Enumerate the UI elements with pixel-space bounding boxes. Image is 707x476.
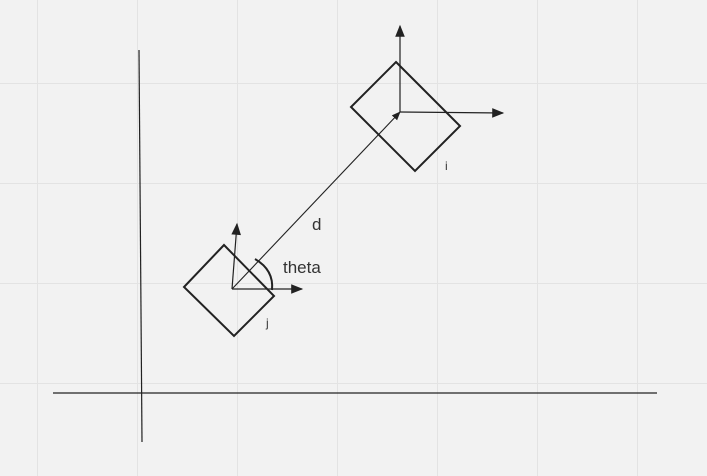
frame-i-square	[349, 60, 462, 173]
frame-j-square	[182, 243, 276, 338]
distance-vector-arrow	[231, 111, 401, 290]
frame-j-y-axis-arrow	[231, 222, 241, 290]
distance-label: d	[312, 215, 321, 234]
frame-i	[349, 24, 505, 173]
frame-j-label: j	[265, 316, 269, 330]
frame-i-label: i	[445, 159, 448, 173]
frame-j	[182, 222, 304, 338]
angle-label: theta	[283, 258, 321, 277]
global-y-axis	[138, 49, 143, 443]
frame-i-x-axis-arrow	[399, 108, 505, 118]
